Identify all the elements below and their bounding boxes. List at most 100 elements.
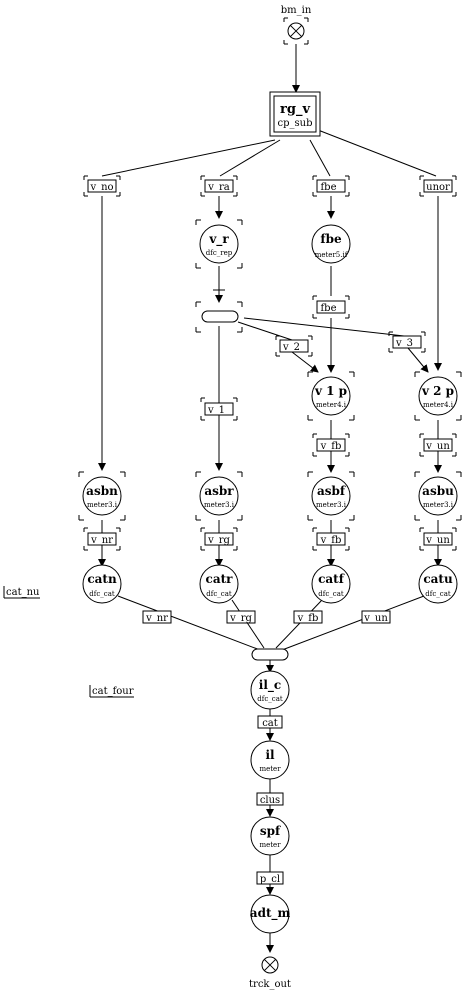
svg-text:meter3.i: meter3.i: [204, 501, 235, 509]
edge-root-to-vno: [101, 139, 276, 177]
svg-text:catf: catf: [318, 572, 345, 586]
svg-text:v 2 p: v 2 p: [421, 384, 454, 398]
root-node[interactable]: rg_v cp_sub: [269, 91, 321, 137]
svg-text:dfc_cat: dfc_cat: [257, 695, 283, 703]
port-v-un-2[interactable]: v_un: [419, 527, 457, 551]
svg-text:v_rg: v_rg: [229, 613, 252, 624]
svg-text:v_un: v_un: [425, 441, 450, 452]
node-asbn[interactable]: asbn meter3.i: [78, 471, 126, 521]
port-fbe-out[interactable]: fbe_: [312, 295, 350, 319]
svg-text:il: il: [265, 748, 275, 762]
split-hub[interactable]: [195, 301, 243, 333]
edge-hub-to-v3: [243, 317, 405, 337]
port-p-cl[interactable]: p_cl: [256, 871, 284, 885]
svg-text:adt_m: adt_m: [250, 906, 291, 921]
node-catu[interactable]: catu dfc_cat: [418, 564, 458, 604]
svg-text:v_1_: v_1_: [207, 405, 230, 416]
input-terminal[interactable]: bm_in: [281, 5, 312, 45]
svg-text:v_3_: v_3_: [395, 338, 418, 349]
edge-v2-to-v1p: [291, 351, 319, 373]
port-v-no[interactable]: v_no: [83, 175, 121, 197]
svg-text:p_cl: p_cl: [260, 874, 280, 885]
edge-catu-to-merge: [281, 595, 425, 651]
svg-text:dfc_cat: dfc_cat: [425, 590, 451, 598]
node-v1p[interactable]: v 1 p meter4.i: [307, 371, 355, 421]
svg-text:meter4.i: meter4.i: [423, 401, 454, 409]
port-v-nr-1[interactable]: v_nr: [83, 527, 121, 551]
svg-text:v_no: v_no: [89, 182, 113, 193]
svg-text:v_r: v_r: [208, 232, 229, 247]
port-v-3[interactable]: v_3_: [388, 331, 426, 353]
svg-text:v_un: v_un: [425, 535, 450, 546]
svg-text:asbf: asbf: [317, 484, 346, 498]
svg-text:fbe: fbe: [320, 232, 342, 246]
svg-text:unor: unor: [426, 182, 450, 193]
port-v-fb-1[interactable]: v_fb: [312, 433, 350, 457]
port-v-1[interactable]: v_1_: [200, 397, 238, 421]
edge-v3-to-v2p: [407, 347, 429, 373]
node-asbf[interactable]: asbf meter3.i: [307, 471, 355, 521]
svg-text:catu: catu: [423, 572, 453, 586]
svg-text:v_ra: v_ra: [207, 182, 229, 193]
node-catf[interactable]: catf dfc_cat: [311, 564, 351, 604]
node-v-r[interactable]: v_r dfc_rep: [195, 219, 243, 269]
port-v-fb-3[interactable]: v_fb: [293, 610, 323, 624]
node-spf[interactable]: spf meter: [250, 816, 290, 856]
svg-text:v_fb: v_fb: [320, 535, 342, 546]
svg-text:dfc_cat: dfc_cat: [206, 590, 232, 598]
node-catn[interactable]: catn dfc_cat: [82, 564, 122, 604]
port-unor[interactable]: unor: [419, 175, 457, 197]
edge-catr-to-merge: [231, 599, 265, 649]
edge-hub-to-v2: [237, 321, 293, 341]
merge-hub[interactable]: [251, 648, 289, 661]
svg-text:meter3.i: meter3.i: [423, 501, 454, 509]
edge-catf-to-merge: [275, 599, 323, 649]
port-v-rg-1[interactable]: v_rg: [200, 527, 238, 551]
svg-text:il_c: il_c: [259, 678, 281, 693]
svg-text:v_fb: v_fb: [320, 441, 342, 452]
root-type: cp_sub: [278, 118, 313, 129]
svg-text:meter3.i: meter3.i: [87, 501, 118, 509]
output-terminal[interactable]: trck_out: [249, 956, 291, 990]
node-catr[interactable]: catr dfc_cat: [199, 564, 239, 604]
svg-text:catn: catn: [87, 572, 117, 586]
port-v-rg-2[interactable]: v_rg: [226, 610, 256, 624]
svg-text:dfc_cat: dfc_cat: [89, 590, 115, 598]
node-il[interactable]: il meter: [250, 740, 290, 780]
svg-text:meter: meter: [259, 765, 281, 773]
node-asbu[interactable]: asbu meter3.i: [414, 471, 462, 521]
node-fbe[interactable]: fbe meter5.if: [311, 224, 351, 264]
port-cat[interactable]: cat: [257, 715, 283, 729]
svg-text:meter4.i: meter4.i: [316, 401, 347, 409]
svg-text:v_nr: v_nr: [145, 613, 168, 624]
svg-text:meter5.if: meter5.if: [315, 251, 349, 259]
crossed-circle-icon: [261, 956, 279, 974]
edge-catn-to-merge: [117, 595, 261, 651]
svg-text:meter: meter: [259, 841, 281, 849]
svg-text:fbe_: fbe_: [320, 182, 341, 193]
port-clus[interactable]: clus: [256, 792, 284, 806]
node-il-c[interactable]: il_c dfc_cat: [250, 670, 290, 710]
svg-text:clus: clus: [260, 795, 280, 806]
port-v-fb-2[interactable]: v_fb: [312, 527, 350, 551]
root-name: rg_v: [280, 102, 310, 117]
port-v-un-3[interactable]: v_un: [361, 610, 391, 624]
crossed-circle-icon: [287, 22, 305, 40]
port-v-ra[interactable]: v_ra: [200, 175, 238, 197]
port-v-2[interactable]: v_2_: [275, 335, 313, 357]
svg-text:asbu: asbu: [422, 484, 454, 498]
svg-text:catr: catr: [206, 572, 234, 586]
port-v-un-1[interactable]: v_un: [419, 433, 457, 457]
node-asbr[interactable]: asbr meter3.i: [195, 471, 243, 521]
svg-text:v_2_: v_2_: [282, 342, 305, 353]
svg-text:dfc_cat: dfc_cat: [318, 590, 344, 598]
svg-text:v_un: v_un: [363, 613, 388, 624]
port-v-nr-2[interactable]: v_nr: [142, 610, 172, 624]
svg-text:cat_four: cat_four: [92, 686, 134, 697]
node-v2p[interactable]: v 2 p meter4.i: [414, 371, 462, 421]
node-adt-m[interactable]: adt_m: [250, 894, 291, 934]
svg-text:v_nr: v_nr: [90, 535, 113, 546]
port-fbe[interactable]: fbe_: [312, 175, 350, 197]
svg-text:asbr: asbr: [204, 484, 234, 498]
svg-text:v_rg: v_rg: [207, 535, 230, 546]
